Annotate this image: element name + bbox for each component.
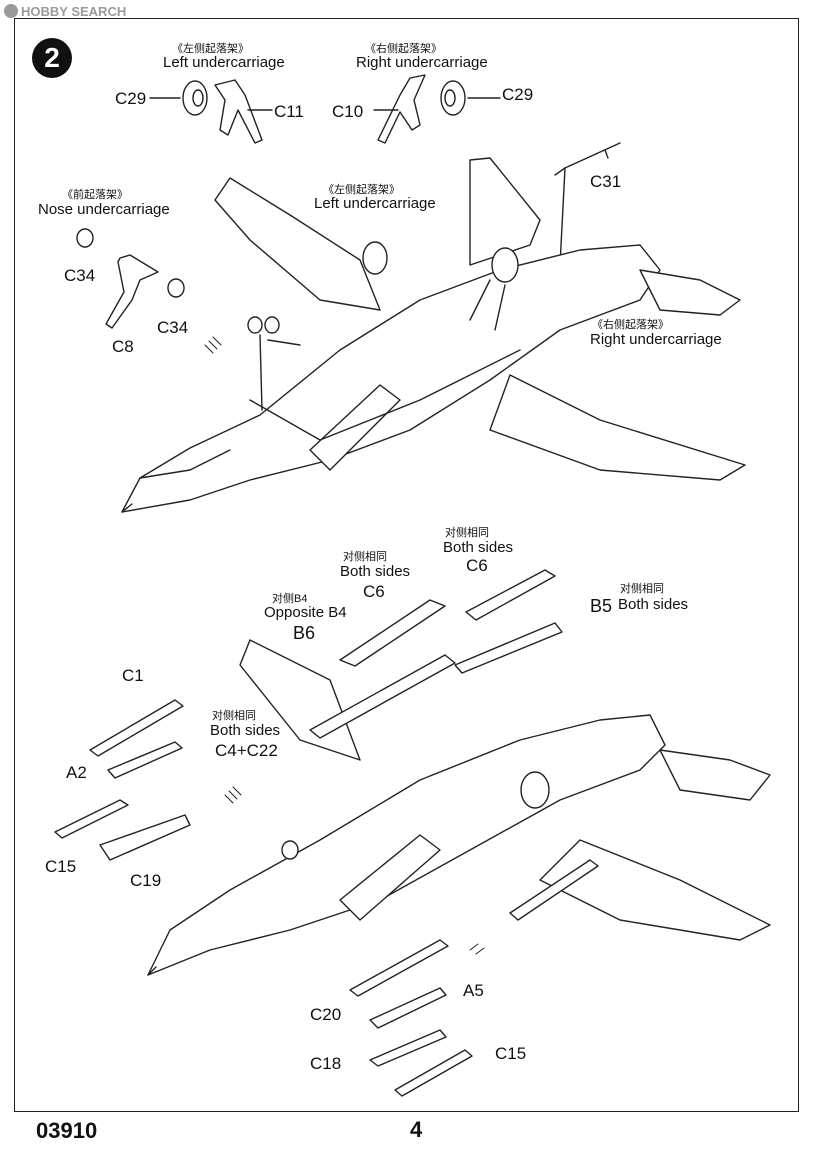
part-c19: C19	[130, 871, 162, 890]
both-sides-4-cn: 对侧相同	[212, 710, 256, 722]
part-c4-c22: C4+C22	[215, 741, 278, 760]
part-c1: C1	[122, 666, 144, 685]
part-a5: A5	[463, 981, 484, 1000]
part-b6: B6	[293, 623, 316, 643]
part-c6-a: C6	[363, 582, 385, 601]
both-sides-1-cn: 对侧相同	[343, 551, 387, 563]
aircraft-lower	[147, 639, 771, 976]
part-c15-right: C15	[495, 1044, 527, 1063]
left-gear-parts	[149, 79, 273, 144]
part-c8: C8	[112, 337, 134, 356]
both-sides-3-en: Both sides	[618, 596, 689, 613]
part-c11: C11	[274, 102, 304, 121]
nose-gear-installed	[247, 316, 301, 411]
part-c15-left: C15	[45, 857, 77, 876]
right-uc-cn: 《右侧起落架》	[365, 43, 442, 55]
part-c34-b: C34	[157, 318, 189, 337]
part-c18: C18	[310, 1054, 342, 1073]
part-c20: C20	[310, 1005, 342, 1024]
logo-icon	[4, 4, 18, 18]
nose-uc-en: Nose undercarriage	[38, 201, 170, 218]
part-c10: C10	[332, 102, 364, 121]
watermark: HOBBY SEARCH	[4, 4, 126, 19]
page-frame	[14, 18, 799, 1112]
left-uc-en: Left undercarriage	[163, 54, 285, 71]
part-c29-right: C29	[502, 85, 534, 104]
part-a2: A2	[66, 763, 87, 782]
both-sides-3-cn: 对侧相同	[620, 583, 664, 595]
both-sides-2-cn: 对侧相同	[445, 527, 489, 539]
missiles	[54, 569, 599, 1097]
aircraft-upper	[121, 157, 746, 513]
part-c34-a: C34	[64, 266, 96, 285]
mid-right-uc-en: Right undercarriage	[590, 331, 722, 348]
part-c6-b: C6	[466, 556, 488, 575]
both-sides-2-en: Both sides	[443, 539, 514, 556]
product-code: 03910	[36, 1118, 98, 1143]
part-c29-left: C29	[115, 89, 147, 108]
opposite-b4-en: Opposite B4	[264, 604, 347, 621]
both-sides-1-en: Both sides	[340, 563, 411, 580]
left-uc-cn: 《左侧起落架》	[172, 43, 249, 55]
watermark-text: HOBBY SEARCH	[21, 4, 127, 19]
mid-left-uc-cn: 《左侧起落架》	[323, 184, 400, 196]
opposite-b4-cn: 对侧B4	[272, 593, 308, 605]
both-sides-4-en: Both sides	[210, 722, 281, 739]
right-gear-parts	[373, 74, 501, 144]
part-b5: B5	[590, 596, 613, 616]
part-c31: C31	[590, 172, 622, 191]
mid-right-uc-cn: 《右侧起落架》	[592, 319, 669, 331]
page-number: 4	[410, 1117, 423, 1142]
mid-left-uc-en: Left undercarriage	[314, 195, 436, 212]
right-uc-en: Right undercarriage	[356, 54, 488, 71]
step-number: 2	[32, 38, 72, 78]
nose-uc-cn: 《前起落架》	[62, 189, 128, 201]
